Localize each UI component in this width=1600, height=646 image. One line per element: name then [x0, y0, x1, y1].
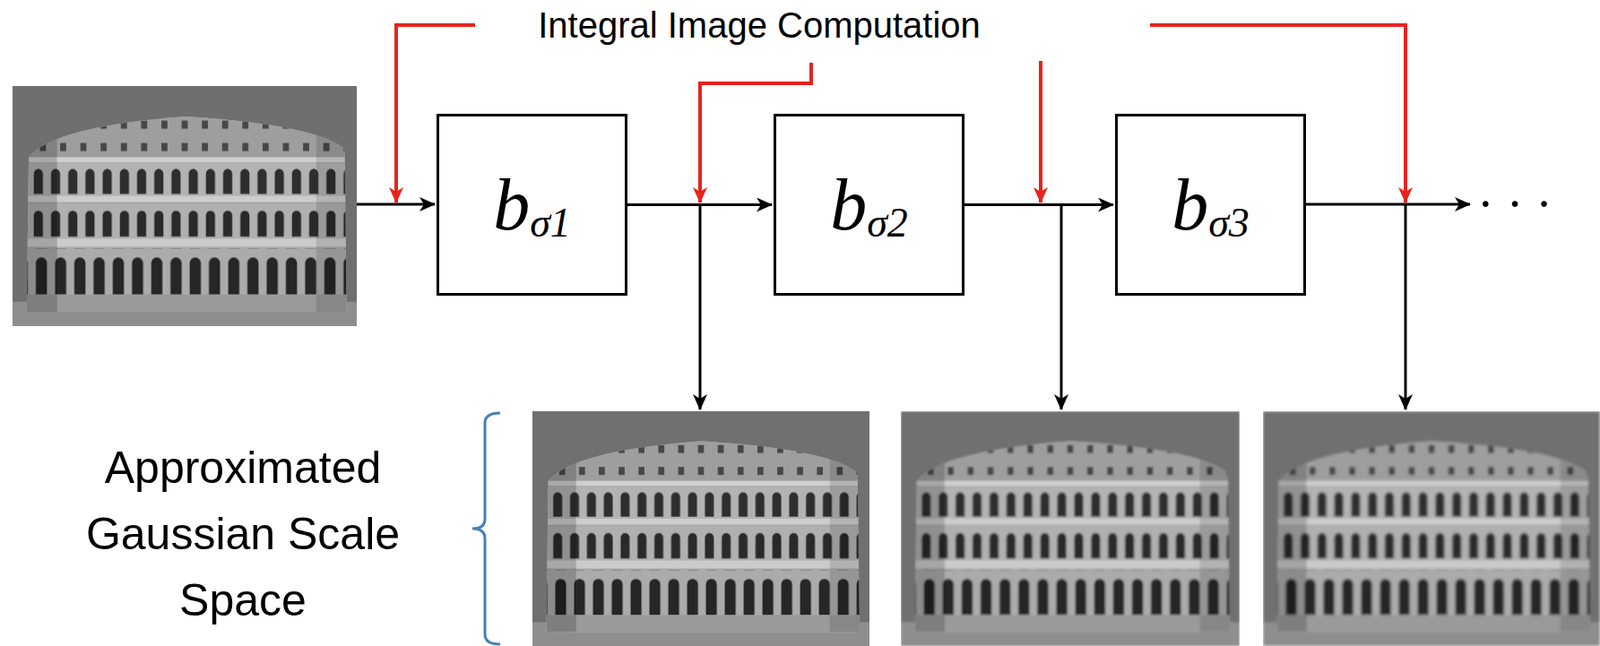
process-box: bσ2: [773, 113, 965, 296]
input-photo: [12, 86, 357, 327]
input-arrow: [356, 203, 435, 207]
filter-symbol: b: [830, 168, 867, 243]
process-box: bσ1: [436, 113, 628, 296]
continuation-dots: · · ·: [1477, 179, 1553, 230]
branch-arrow: [1404, 204, 1408, 410]
scale-image: [900, 411, 1240, 646]
scale-space-label: Approximated Gaussian Scale Space: [45, 434, 441, 634]
scale-image: [532, 411, 870, 646]
branch-arrow: [699, 204, 702, 410]
filter-symbol: b: [1171, 168, 1209, 243]
branch-arrow: [1060, 204, 1064, 410]
filter-subscript: σ3: [1208, 202, 1250, 244]
scale-image: [1262, 411, 1600, 646]
annotation-title: Integral Image Computation: [534, 3, 985, 47]
filter-subscript: σ1: [529, 202, 571, 244]
filter-subscript: σ2: [866, 202, 909, 244]
process-box: bσ3: [1115, 113, 1306, 296]
output-arrow: [1305, 203, 1471, 207]
flow-arrow: [627, 203, 772, 207]
curly-bracket: [472, 413, 501, 645]
filter-symbol: b: [492, 168, 530, 243]
red-arrow: [1038, 60, 1043, 203]
flow-arrow: [964, 203, 1114, 207]
